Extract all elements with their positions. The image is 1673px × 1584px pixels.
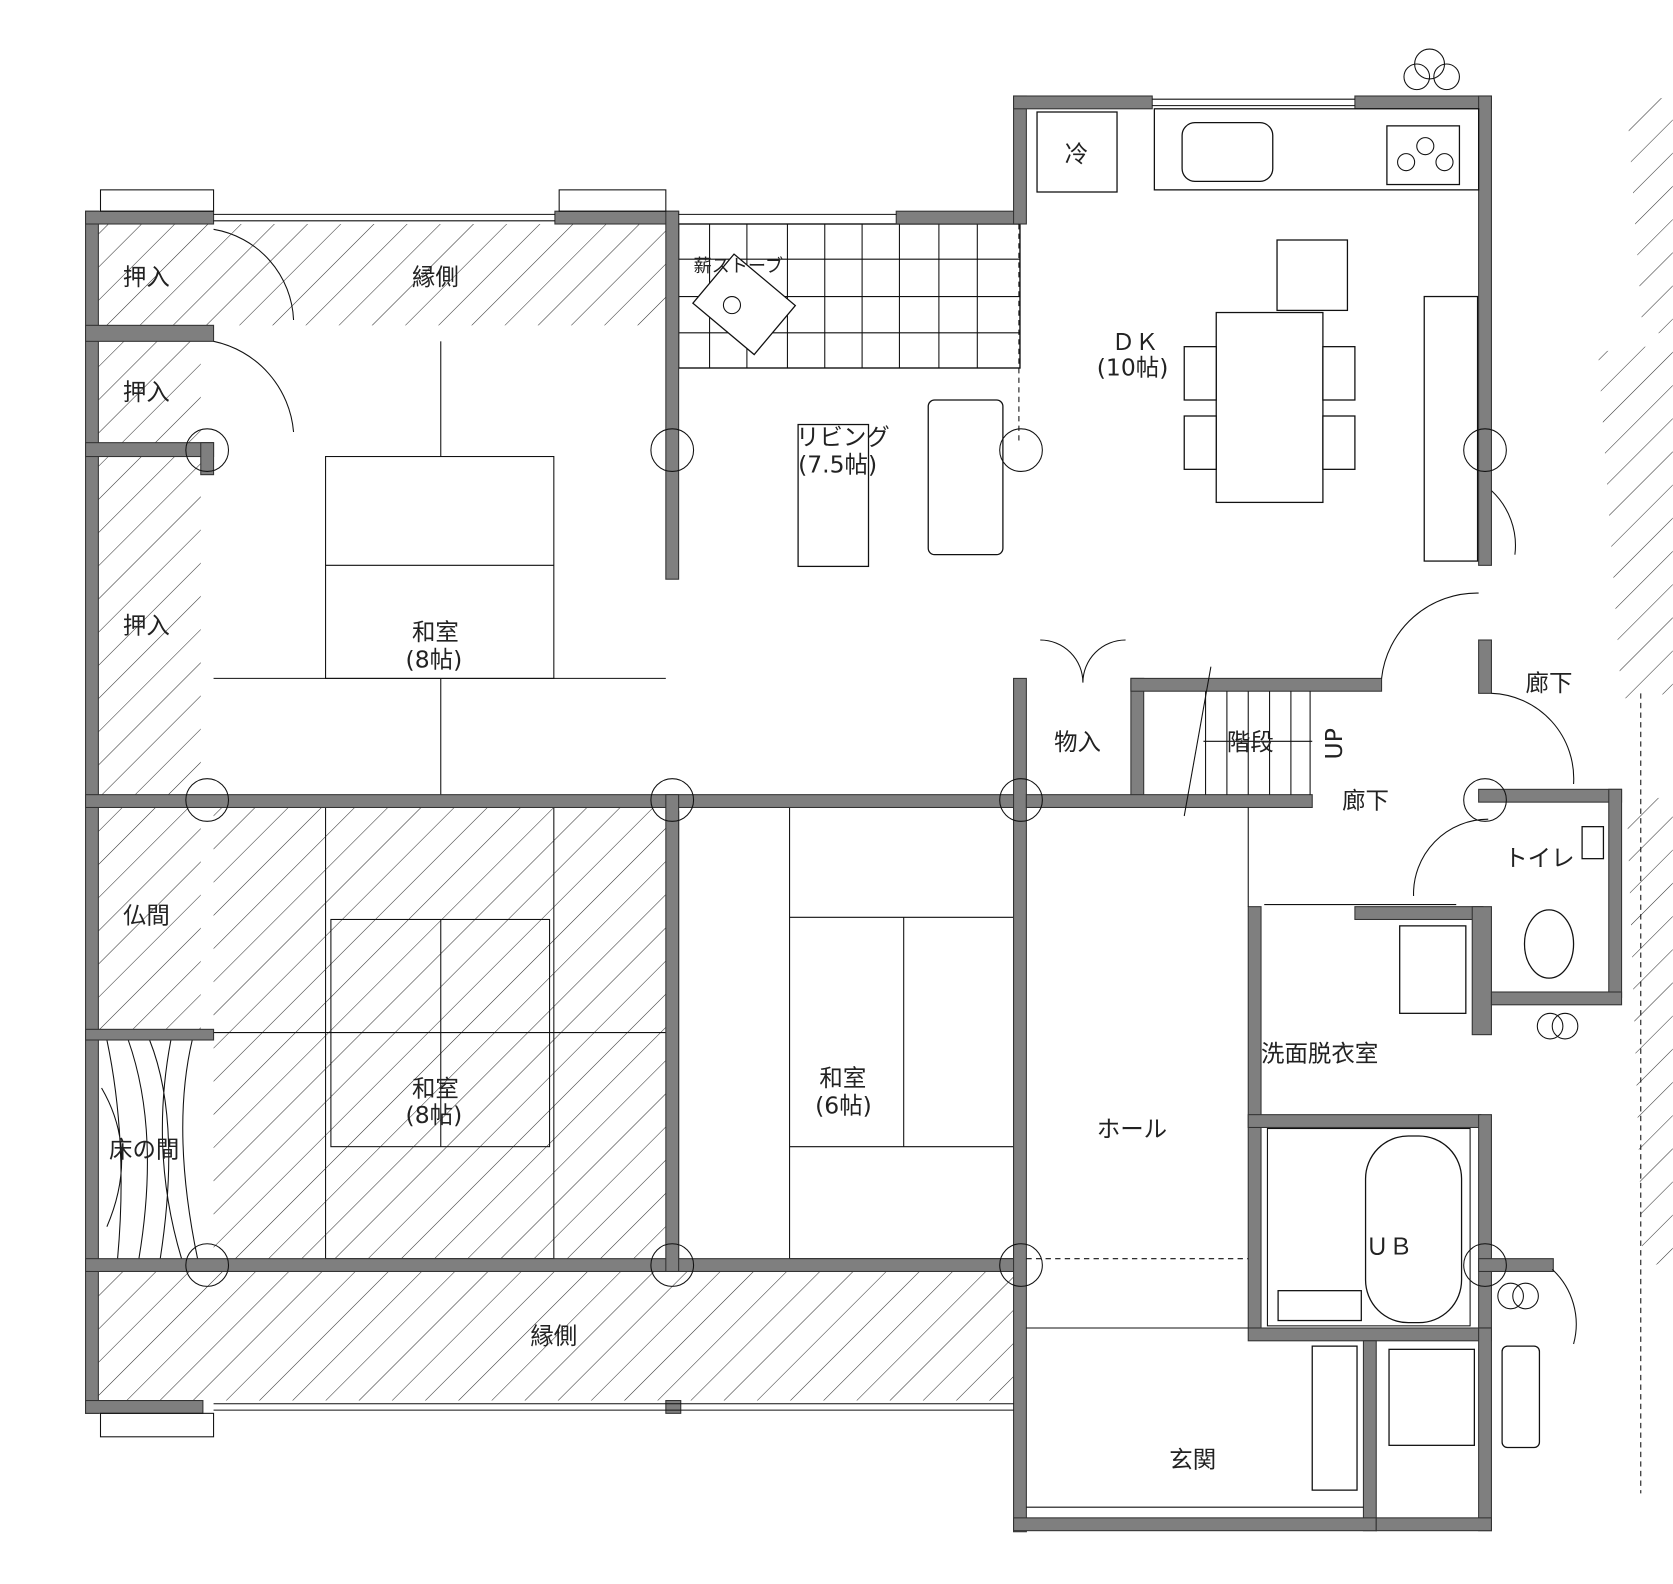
label-refrigerator: 冷 — [1065, 140, 1088, 168]
tokonoma-grain — [101, 1039, 199, 1259]
stove-top — [1386, 125, 1461, 186]
label-washitsu-a: 和室 — [412, 618, 459, 646]
label-stairs: 階段 — [1227, 728, 1274, 756]
label-corridor-2: 廊下 — [1342, 787, 1389, 815]
shoe-cabinet — [1311, 1345, 1358, 1491]
stairs-treads — [1183, 666, 1313, 817]
label-washitsu-c-size: (6帖) — [815, 1092, 872, 1120]
label-tokonoma: 床の間 — [109, 1135, 179, 1163]
sofa — [927, 399, 1004, 556]
refrigerator — [1036, 111, 1118, 193]
washing-machine — [1388, 1348, 1476, 1446]
cupboard — [1423, 295, 1479, 562]
label-washitsu-b: 和室 — [412, 1075, 459, 1103]
column-markers — [185, 428, 1507, 1287]
label-dk: ＤＫ — [1112, 328, 1159, 356]
label-living-size: (7.5帖) — [798, 451, 877, 479]
bathtub — [1364, 1135, 1463, 1324]
toilet-bowl — [1523, 909, 1575, 979]
label-washroom: 洗面脱衣室 — [1261, 1039, 1378, 1067]
vanity — [1399, 925, 1467, 1014]
label-hall: ホール — [1097, 1115, 1167, 1143]
dining-table — [1215, 311, 1324, 504]
label-entrance: 玄関 — [1169, 1446, 1216, 1474]
label-oshiire-1: 押入 — [123, 263, 170, 291]
label-stairs-up: UP — [1320, 728, 1348, 759]
doors — [213, 228, 1577, 1345]
label-washitsu-b-size: (8帖) — [406, 1101, 463, 1129]
label-corridor-1: 廊下 — [1526, 669, 1573, 697]
label-living: リビング — [796, 423, 890, 451]
label-engawa-bottom: 縁側 — [530, 1322, 577, 1350]
stove-hearth — [677, 223, 1021, 369]
label-unit-bath: ＵＢ — [1366, 1232, 1413, 1260]
label-stove: 薪ストーブ — [694, 255, 784, 277]
label-oshiire-3: 押入 — [123, 612, 170, 640]
furniture — [797, 48, 1605, 1491]
wood-stove — [691, 253, 797, 356]
label-washitsu-a-size: (8帖) — [406, 646, 463, 674]
label-oshiire-2: 押入 — [123, 378, 170, 406]
coffee-table — [797, 423, 870, 568]
label-storage: 物入 — [1054, 728, 1101, 756]
label-washitsu-c: 和室 — [819, 1064, 866, 1092]
room-labels: 押入 縁側 押入 押入 薪ストーブ リビング (7.5帖) 冷 ＤＫ (10帖)… — [109, 140, 1575, 1474]
label-butsuma: 仏間 — [123, 902, 170, 930]
windows — [99, 98, 1642, 1508]
sink — [1181, 122, 1274, 182]
label-dk-size: (10帖) — [1097, 353, 1169, 381]
walls — [85, 95, 1623, 1533]
label-toilet: トイレ — [1504, 844, 1574, 872]
label-engawa-top: 縁側 — [412, 263, 459, 291]
